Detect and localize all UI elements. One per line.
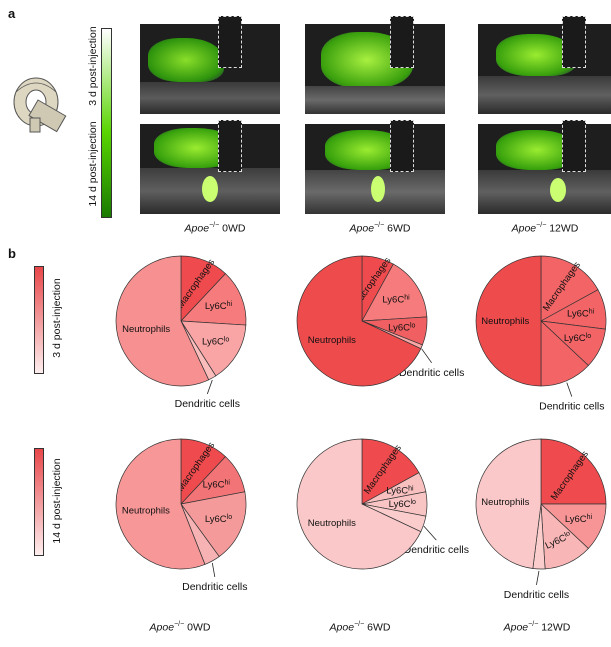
slice-label: Ly6Clo <box>205 513 232 525</box>
scan-3d-6wd <box>305 24 445 114</box>
slice-label: Ly6Chi <box>386 485 414 497</box>
inset-3d-12wd <box>562 16 586 68</box>
panel-b-col-label-6wd: Apoe−/− 6WD <box>329 621 391 634</box>
slice-label: Neutrophils <box>122 324 170 335</box>
callout-line <box>536 570 540 586</box>
slice-label: Ly6Clo <box>389 499 416 511</box>
slice-label: Ly6Clo <box>564 333 591 345</box>
slice-label: Dendritic cells <box>404 544 469 556</box>
panel-b-col-label-12wd: Apoe−/− 12WD <box>503 621 571 634</box>
panel-b-colorbar-3d <box>34 266 44 374</box>
pie-slice-neutrophils <box>475 255 542 387</box>
slice-label: Ly6Clo <box>388 322 415 334</box>
slice-label: Dendritic cells <box>182 581 247 593</box>
inset-14d-12wd <box>562 120 586 172</box>
pie-slice-macrophages <box>540 255 599 322</box>
scan-14d-6wd <box>305 124 445 214</box>
pie-slice-neutrophils <box>296 438 422 570</box>
callout-line <box>423 525 437 541</box>
scan-14d-0wd <box>140 124 280 214</box>
slice-label: Neutrophils <box>481 316 529 327</box>
slice-label: Neutrophils <box>481 497 529 508</box>
panel-b-colorbar-14d <box>34 448 44 556</box>
slice-label: Dendritic cells <box>539 401 604 413</box>
panel-b-col-label-0wd: Apoe−/− 0WD <box>149 621 211 634</box>
inset-14d-6wd <box>390 120 414 172</box>
scan-3d-12wd <box>478 24 611 114</box>
scan-14d-12wd <box>478 124 611 214</box>
panel-a-colorbar <box>101 28 112 218</box>
pie-slice-macrophages <box>361 438 420 505</box>
pie-slice-neutrophils <box>475 438 542 569</box>
slice-label: Dendritic cells <box>504 589 569 601</box>
slice-label: Ly6Chi <box>203 479 231 491</box>
slice-label: Neutrophils <box>308 335 356 346</box>
panel-a-col-label-12wd: Apoe−/− 12WD <box>511 222 579 235</box>
panel-a-col-label-6wd: Apoe−/− 6WD <box>349 222 411 235</box>
pie-slice-neutrophils <box>115 255 210 387</box>
slice-label: Ly6Chi <box>205 301 233 313</box>
pie-slice-neutrophils <box>115 438 206 570</box>
pie-slice-macrophages <box>540 438 607 505</box>
slice-label: Neutrophils <box>122 506 170 517</box>
slice-label: Ly6Chi <box>567 308 595 320</box>
callout-line <box>206 379 213 395</box>
inset-3d-0wd <box>218 16 242 68</box>
slice-label: Dendritic cells <box>175 398 240 410</box>
slice-label: Ly6Chi <box>565 513 593 525</box>
inset-14d-0wd <box>218 120 242 172</box>
callout-line <box>211 562 216 578</box>
pie-slice-ly6chi <box>361 263 428 322</box>
pie-slice-ly6clo <box>180 320 247 377</box>
panel-a-letter: a <box>8 6 16 21</box>
slice-label: Ly6Clo <box>202 336 229 348</box>
panel-a-col-label-0wd: Apoe−/− 0WD <box>184 222 246 235</box>
slice-label: Neutrophils <box>308 518 356 529</box>
callout-line <box>421 348 432 364</box>
panel-b-letter: b <box>8 246 16 261</box>
pie-slice-ly6chi <box>180 273 247 326</box>
inset-3d-6wd <box>390 16 414 68</box>
slice-label: Ly6Chi <box>382 294 410 306</box>
callout-line <box>566 382 573 397</box>
slice-label: Dendritic cells <box>399 367 464 379</box>
pie-slice-neutrophils <box>296 255 422 387</box>
scan-3d-0wd <box>140 24 280 114</box>
pie-slice-ly6clo <box>180 491 247 558</box>
pet-ct-scanner-icon <box>13 77 67 133</box>
